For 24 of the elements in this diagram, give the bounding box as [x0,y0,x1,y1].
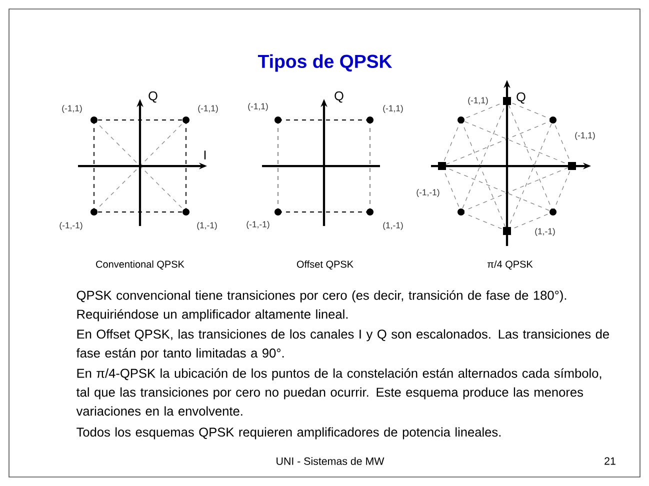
diagram-caption: Conventional QPSK [96,260,184,270]
point-label: (1,-1) [535,228,555,236]
paragraph: En Offset QPSK, las transiciones de los canales I y Q son escalonados. Las transiciones de fase están por tanto limitadas a 90°. [76,329,609,360]
slide-title: Tipos de QPSK [258,54,392,72]
footer-text: 21 [604,457,616,465]
point-label: (-1,1) [468,96,488,106]
paragraph: QPSK convencional tiene transiciones por cero (es decir, transición de fase de 180°). Requiriéndose un amplificador altamente lineal. [76,290,566,322]
diagram-caption: π/4 QPSK [487,260,533,270]
point-label: (-1,-1) [416,188,440,198]
point-label: (-1,1) [62,104,82,114]
diagram-caption: Offset QPSK [296,260,354,270]
axis-label: Q [516,92,526,104]
point-label: (-1,-1) [60,222,82,230]
axis-label: I [204,150,206,160]
point-label: (-1,1) [575,132,595,140]
point-label: (1,-1) [197,222,217,230]
point-label: (-1,1) [198,104,218,114]
paragraph: Todos los esquemas QPSK requieren amplificadores de potencia lineales. [76,427,500,440]
footer-text: UNI - Sistemas de MW [276,457,384,465]
point-label: (1,-1) [383,222,403,230]
point-label: (-1,-1) [246,220,270,230]
axis-label: Q [148,91,158,103]
point-label: (-1,1) [383,104,403,114]
paragraph: En π/4-QPSK la ubicación de los puntos de la constelación están alternados cada símbolo, tal que las transiciones por cero no puedan ocurrir. Este esquema produce las menores variaciones en la envolvente. [76,368,602,416]
